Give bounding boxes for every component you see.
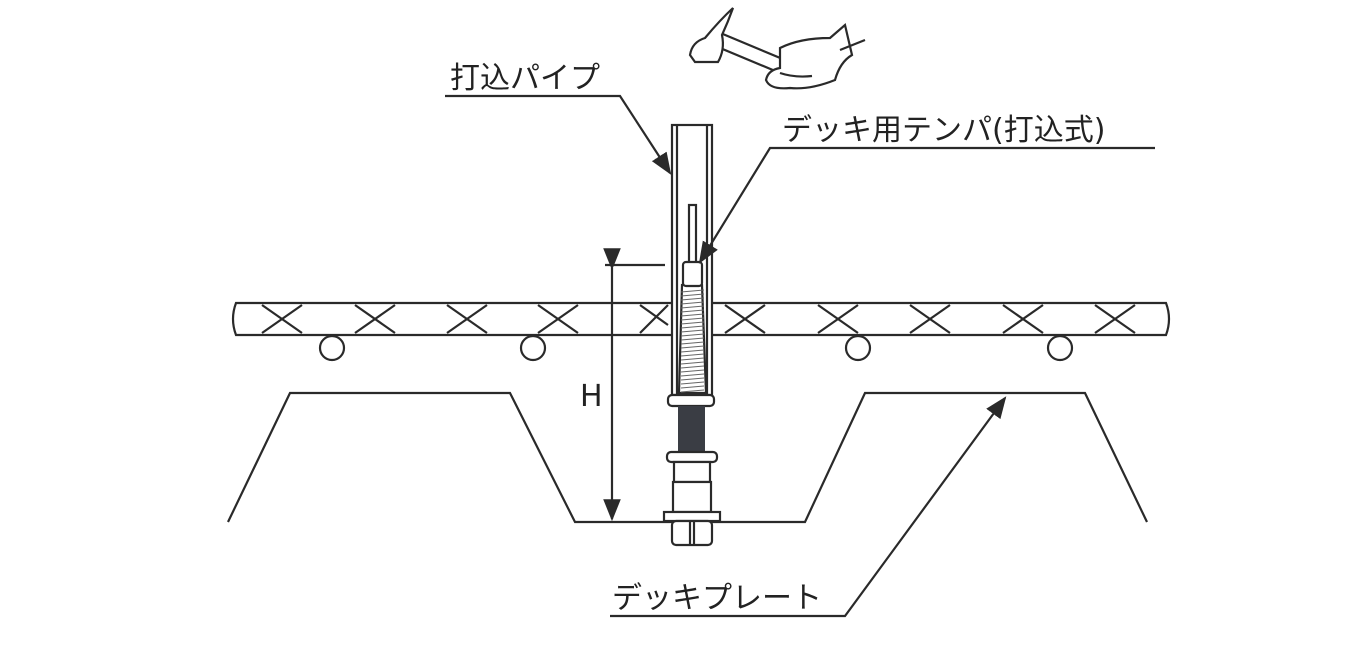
- rebar-bar: [1046, 334, 1074, 362]
- rebar-cross: [354, 304, 396, 334]
- deck-anchor: [662, 203, 722, 547]
- rebar-cross: [724, 304, 766, 334]
- rebar-cross: [446, 304, 488, 334]
- rebar-bar: [844, 334, 872, 362]
- rebar-cross: [1094, 304, 1136, 334]
- pipe-leader: 打込パイプ: [445, 61, 672, 175]
- deck-plate-label: デッキプレート: [612, 581, 822, 616]
- rebar-bar: [519, 334, 547, 362]
- rebar-mesh: [231, 301, 1171, 362]
- rebar-cross: [817, 304, 859, 334]
- deck-leader: デッキプレート: [610, 396, 1007, 618]
- anchor-label: デッキ用テンパ(打込式): [782, 113, 1105, 148]
- rebar-cross: [537, 304, 579, 334]
- pipe-label: 打込パイプ: [450, 61, 600, 96]
- rebar-cross: [261, 304, 303, 334]
- rebar-bar: [318, 334, 346, 362]
- rebar-cross: [909, 304, 951, 334]
- hammer-icon: [688, 7, 866, 90]
- rebar-cross: [639, 304, 669, 334]
- dimension-label: H: [580, 379, 603, 414]
- anchor-leader: デッキ用テンパ(打込式): [698, 113, 1155, 264]
- dimension-h: H: [580, 248, 665, 522]
- rebar-cross: [1002, 304, 1044, 334]
